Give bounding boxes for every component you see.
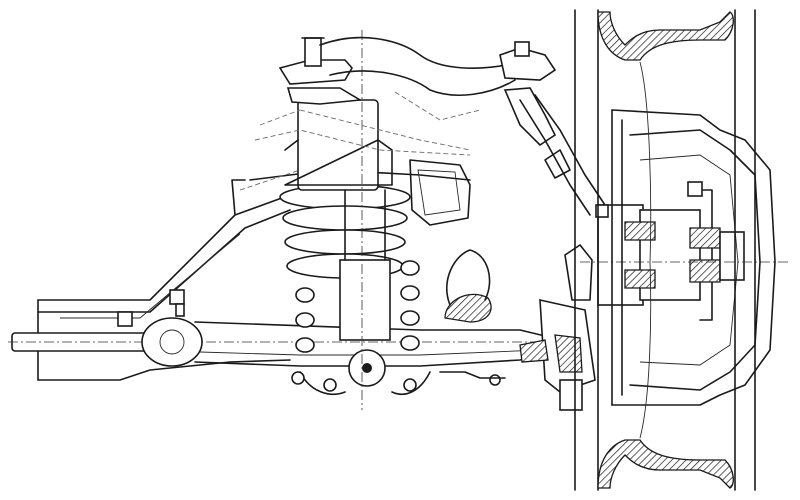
rubber-bump-stop-icon <box>409 159 492 323</box>
brake-drum-icon <box>611 109 776 406</box>
shock-absorber-icon <box>278 30 393 410</box>
wheel-rim-icon <box>574 9 756 491</box>
steering-knuckle-icon <box>519 94 606 411</box>
